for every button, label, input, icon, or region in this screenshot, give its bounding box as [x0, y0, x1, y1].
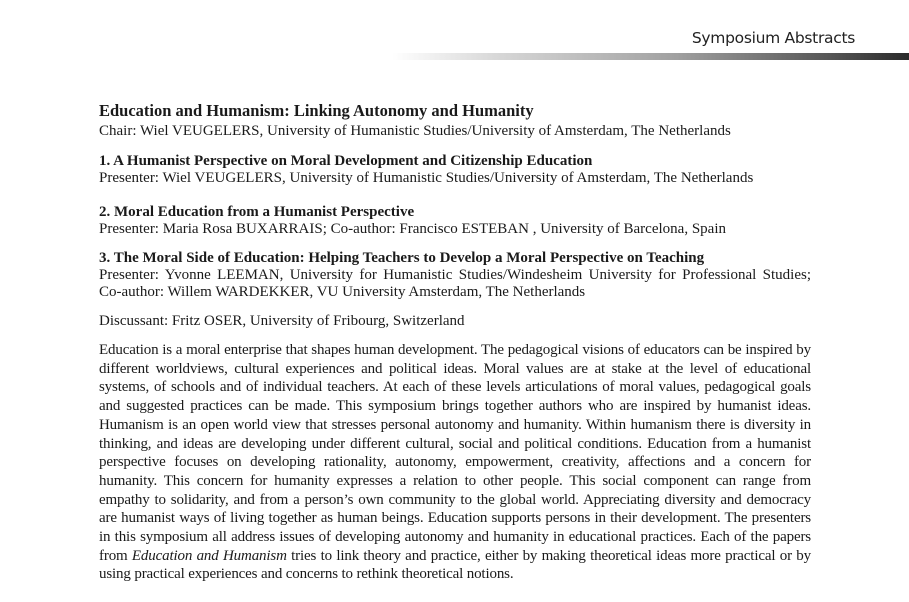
- paper-2-presenter: Presenter: Maria Rosa BUXARRAIS; Co-auth…: [99, 221, 726, 237]
- abstract-body: Education is a moral enterprise that sha…: [99, 341, 811, 584]
- abstract-text-end: tries to link theory and practice, eithe…: [99, 547, 811, 583]
- paper-3-presenter: Presenter: Yvonne LEEMAN, University for…: [99, 267, 811, 300]
- abstract-text: Education is a moral enterprise that sha…: [99, 342, 811, 564]
- paper-3-title: 3. The Moral Side of Education: Helping …: [99, 250, 705, 266]
- abstract-content: Education and Humanism: Linking Autonomy…: [99, 101, 811, 584]
- discussant: Discussant: Fritz OSER, University of Fr…: [99, 313, 465, 329]
- abstract-italic-title: Education and Humanism: [131, 547, 287, 564]
- running-header: Symposium Abstracts: [691, 29, 855, 47]
- paper-1-presenter: Presenter: Wiel VEUGELERS, University of…: [99, 170, 754, 186]
- paper-2-title: 2. Moral Education from a Humanist Persp…: [99, 204, 415, 220]
- symposium-chair: Chair: Wiel VEUGELERS, University of Hum…: [99, 123, 731, 139]
- paper-1-title: 1. A Humanist Perspective on Moral Devel…: [99, 153, 593, 169]
- symposium-title: Education and Humanism: Linking Autonomy…: [99, 101, 534, 120]
- header-gradient-bar: [392, 53, 909, 60]
